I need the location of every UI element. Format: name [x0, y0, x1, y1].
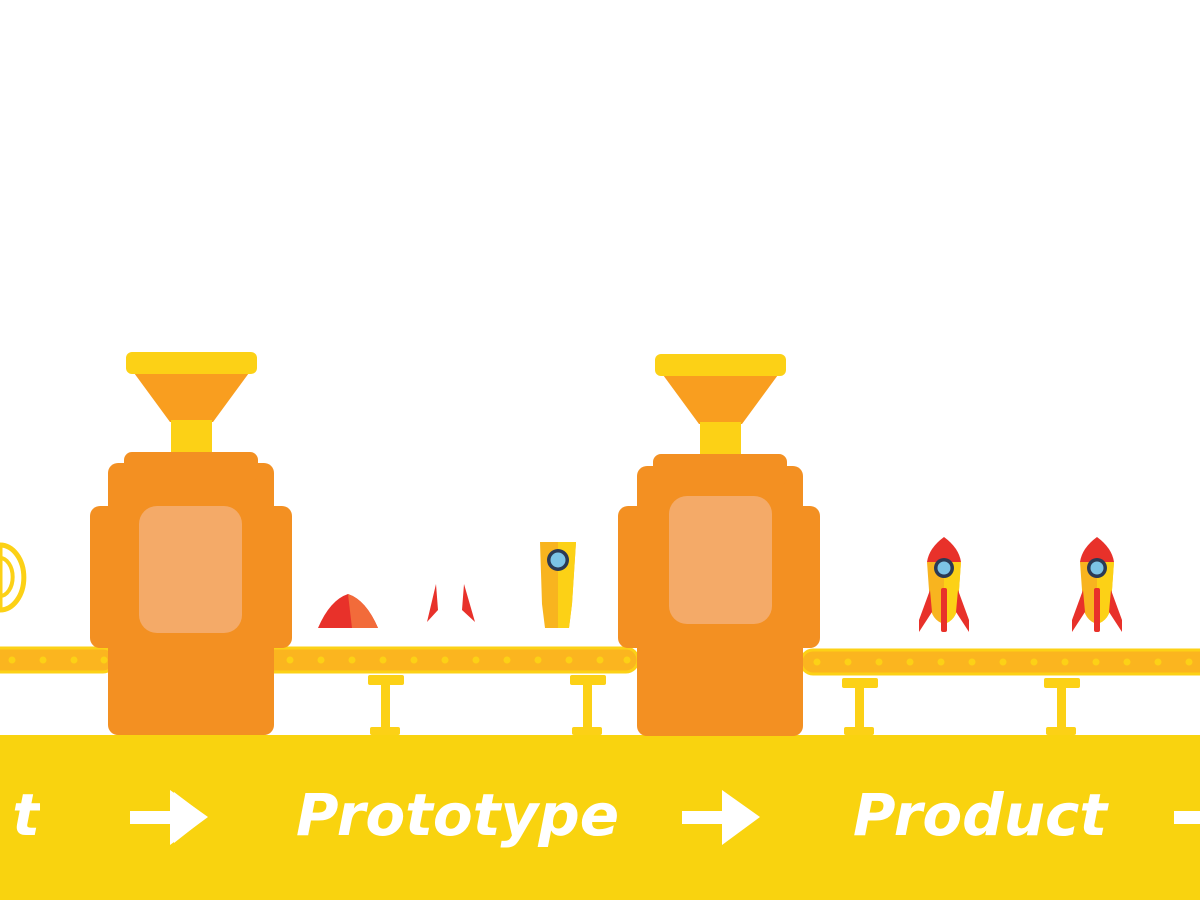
factory-machine-icon — [90, 352, 292, 735]
factory-machine-icon — [618, 354, 820, 736]
right-arrow-icon — [1174, 811, 1200, 824]
rocket-part-icon — [540, 542, 576, 628]
rocket-part-icon — [318, 594, 378, 628]
rocket-icon — [919, 537, 969, 632]
right-arrow-icon — [682, 790, 760, 845]
conveyor-belt-icon — [260, 646, 640, 735]
conveyor-belt-icon — [799, 648, 1200, 735]
conveyor-belt-icon — [0, 646, 117, 674]
stage-label-prototype: Prototype — [296, 781, 620, 849]
stage-label-product: Product — [853, 781, 1108, 849]
rocket-part-icon — [427, 584, 475, 622]
rocket-icon — [1072, 537, 1122, 632]
lightbulb-icon — [0, 542, 27, 613]
right-arrow-icon — [130, 790, 208, 845]
stage-label-partial: t — [12, 781, 40, 849]
